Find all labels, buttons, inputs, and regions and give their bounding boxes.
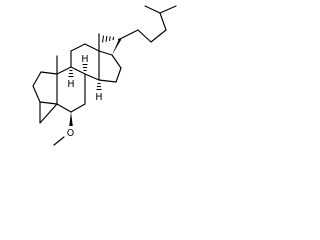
methoxy-group: O [53, 112, 76, 146]
bond-c6-c7 [70, 103, 86, 113]
bond-c9-c10 [56, 66, 72, 75]
bond-c17-c16 [111, 54, 122, 69]
bond-c16-c15 [115, 67, 122, 83]
bond-c25-c26 [159, 5, 177, 14]
h8-atom-label: H [81, 54, 88, 65]
bond-c25-c27 [144, 5, 161, 14]
bond-c5-c6 [56, 103, 72, 113]
bond-c2-c3 [32, 85, 41, 103]
bond-o-ch3 [53, 136, 65, 146]
bond-c3-c5 [39, 101, 58, 105]
wedge-c6-o [69, 112, 73, 128]
oxygen-atom-label: O [67, 128, 74, 139]
bond-c10-c1 [40, 71, 58, 75]
ring-d [98, 33, 122, 83]
bond-c22-c23 [137, 29, 152, 43]
bond-c12-c11 [70, 43, 86, 52]
wedge-c17-c20 [112, 38, 121, 55]
hashed-bond-c14-h [96, 82, 102, 91]
h9-atom-label: H [67, 79, 74, 90]
bond-c8-c14 [84, 73, 100, 81]
bond-c13-c17 [98, 50, 113, 56]
molecule-structure: O H H H [32, 5, 177, 146]
hashed-bond-c8-h [82, 63, 88, 72]
bond-c23-c24 [150, 29, 167, 43]
stereo-hydrogens: H H H [67, 54, 102, 103]
bond-c15-c14 [98, 79, 117, 83]
bond-c24-c25 [159, 12, 167, 31]
ring-a [32, 71, 58, 124]
ring-c [70, 43, 100, 81]
side-chain [101, 5, 177, 55]
h14-atom-label: H [95, 92, 102, 103]
hashed-bond-c9-h [68, 69, 74, 78]
bond-c20-c22 [119, 29, 139, 40]
hashed-bond-c20-c21 [101, 35, 122, 43]
bond-c13-c12 [84, 43, 100, 52]
bond-c1-c2 [32, 71, 42, 87]
bond-c9-c8 [70, 66, 86, 75]
bond-c4-c5 [39, 103, 58, 124]
ring-b [56, 55, 86, 113]
